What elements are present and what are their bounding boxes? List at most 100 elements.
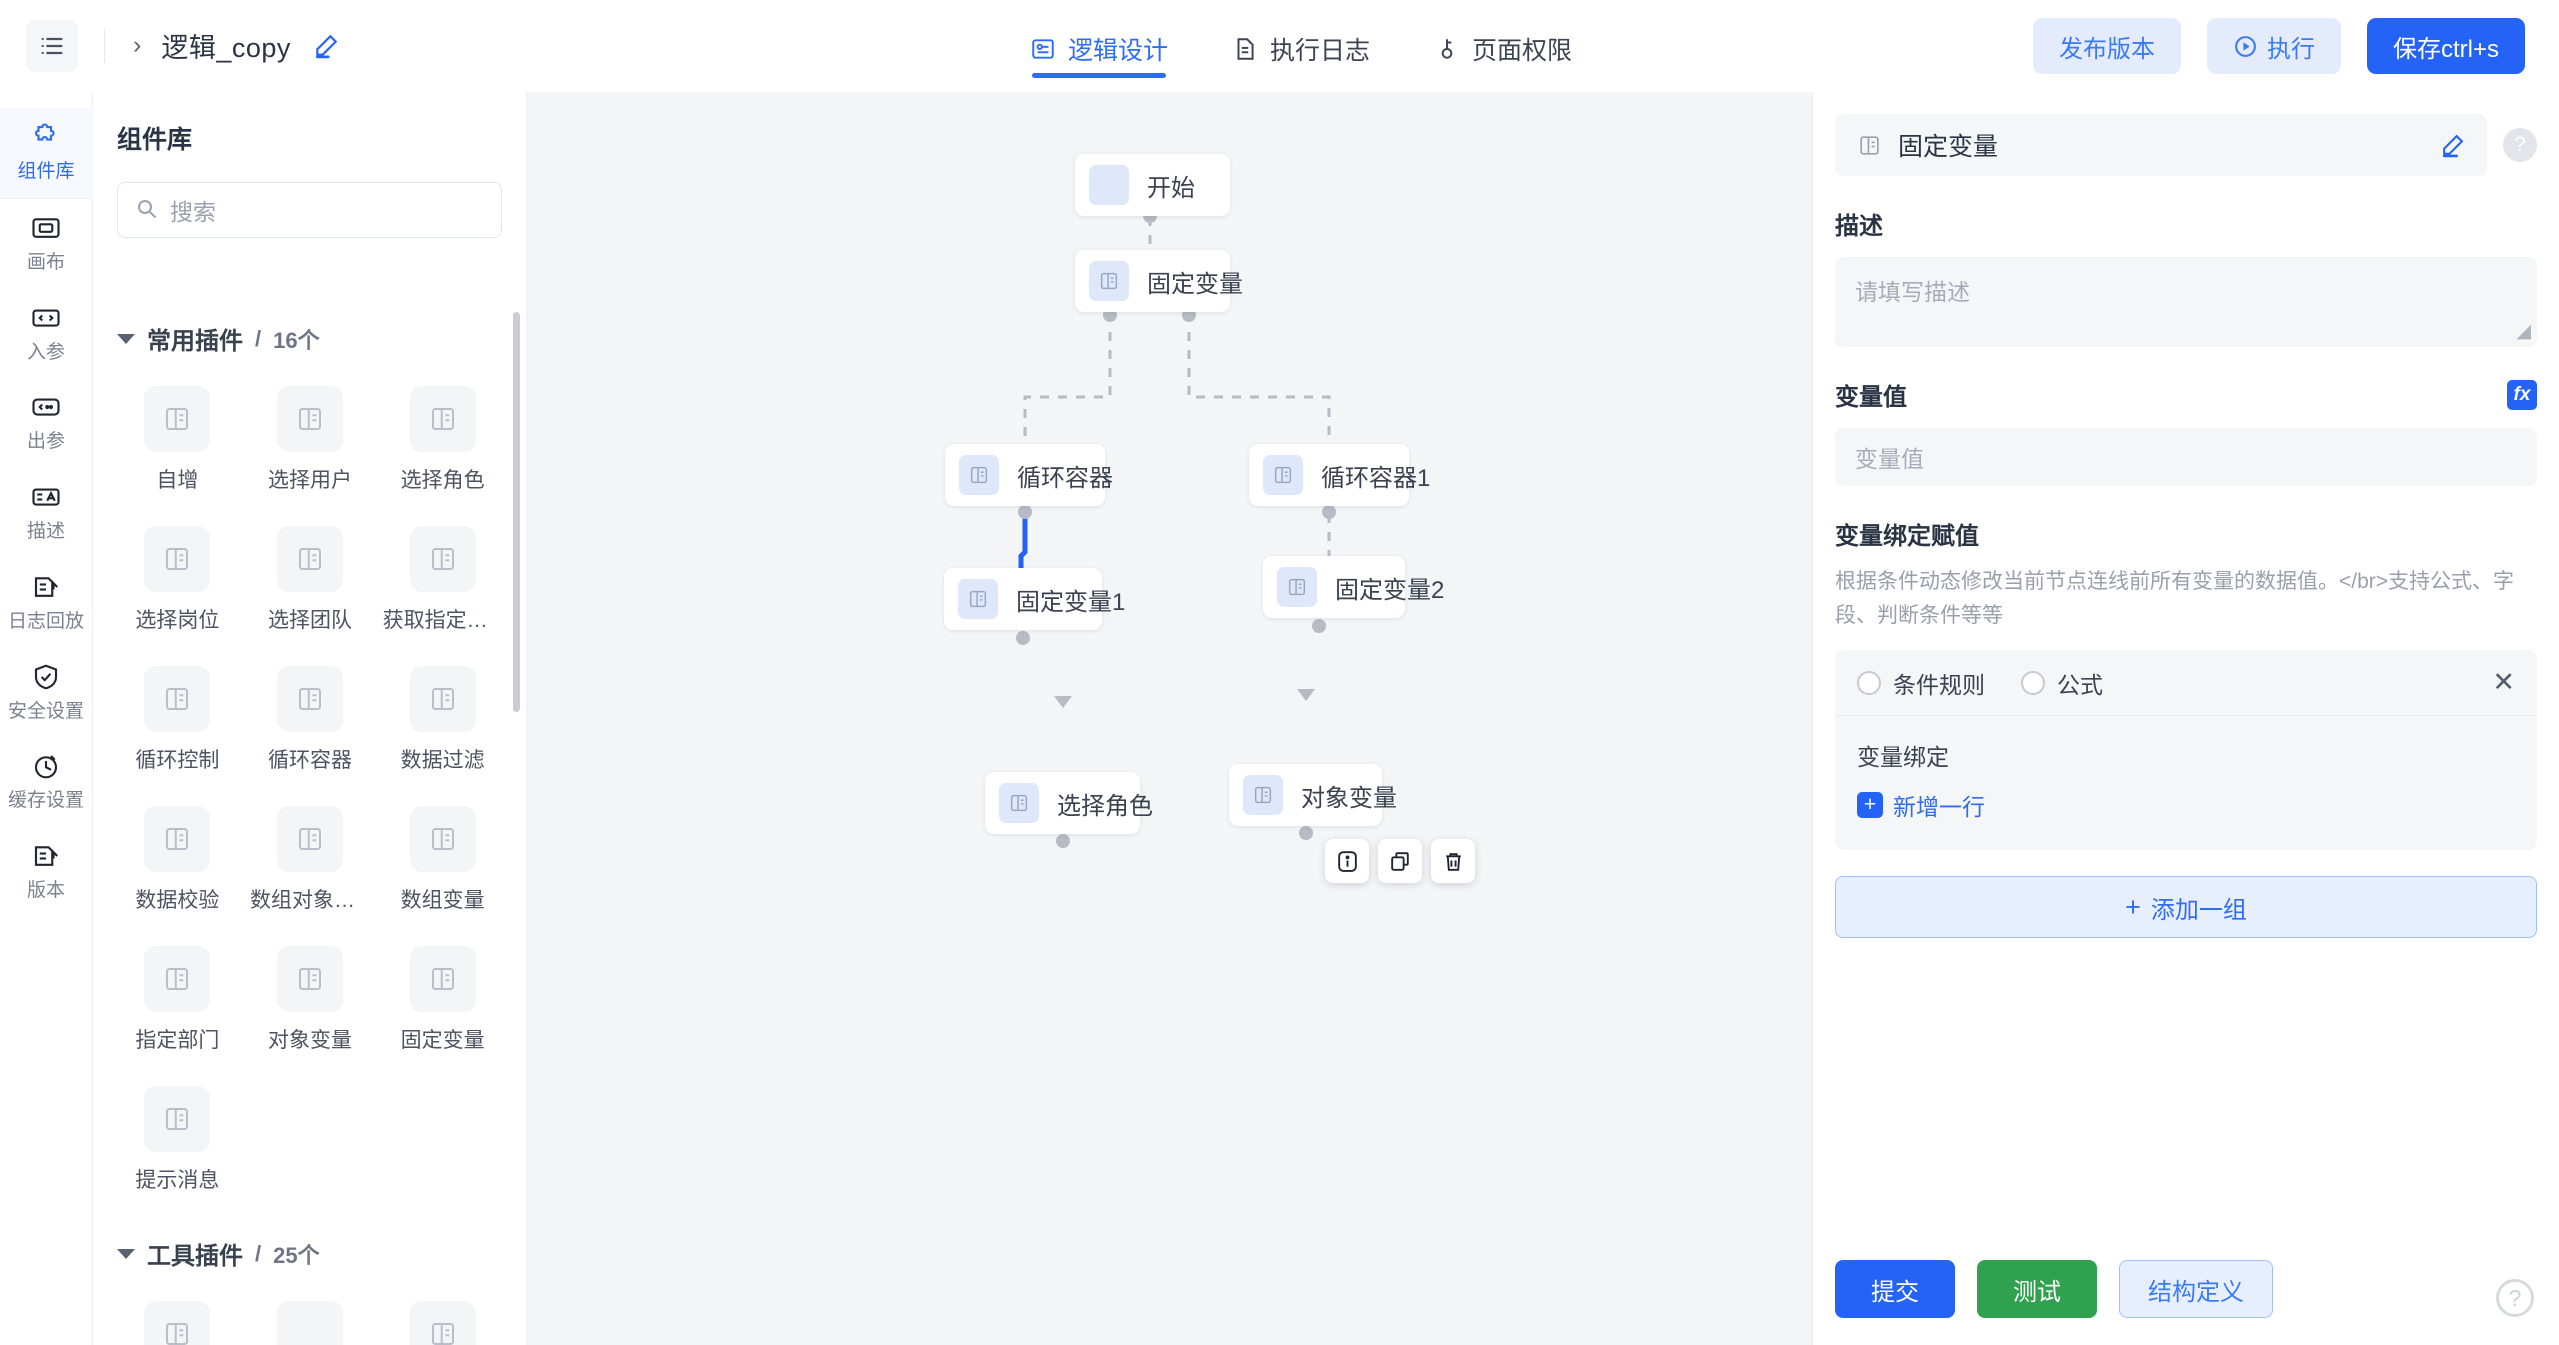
close-x-icon[interactable]: ✕ [2492,667,2515,698]
library-item[interactable]: 选择角色 [376,372,509,512]
rail-item-output-params[interactable]: 出参 [0,378,93,468]
library-item[interactable]: 获取指定请... [376,512,509,652]
library-item[interactable]: 选择团队 [244,512,377,652]
search-placeholder: 搜索 [170,199,216,225]
library-title: 组件库 [117,126,193,154]
node-port[interactable] [1018,505,1032,519]
document-log-icon [1232,36,1258,62]
radio-button[interactable] [1857,670,1881,695]
flow-node-fixed-variable[interactable]: 固定变量 [1075,250,1243,312]
add-group-button[interactable]: + 添加一组 [1835,876,2537,939]
run-button[interactable]: 执行 [2206,18,2341,74]
inspector-panel: 固定变量 ? 描述 请填写描述 ◢ 变量值 fx 变量值 [1812,92,2559,1345]
group-count: 25个 [273,1242,320,1268]
library-group-header[interactable]: 工具插件 / 25个 [93,1212,526,1277]
flow-node-select-role[interactable]: 选择角色 [985,772,1153,834]
variable-value-placeholder: 变量值 [1855,446,1924,472]
rail-item-input-params[interactable]: 入参 [0,289,93,379]
library-item[interactable]: 对象变量 [244,932,377,1072]
library-scroll-area[interactable]: 常用插件 / 16个 自增 选择用户 选择角色 选择岗位 选择团队 获取指定请.… [93,297,526,1345]
save-button[interactable]: 保存ctrl+s [2366,18,2525,74]
submit-button[interactable]: 提交 [1835,1260,1955,1318]
library-item[interactable]: 数据过滤 [376,652,509,792]
node-name-bar[interactable]: 固定变量 [1835,114,2487,176]
library-item[interactable]: 数组变量 [376,792,509,932]
pencil-edit-icon[interactable] [2440,133,2465,158]
tab-execution-log[interactable]: 执行日志 [1232,0,1370,92]
node-label: 固定变量2 [1335,576,1445,604]
search-input[interactable]: 搜索 [117,182,502,238]
node-port[interactable] [1322,505,1336,519]
rail-item-log-replay[interactable]: 日志回放 [0,558,93,648]
condition-card: 条件规则 公式 ✕ 变量绑定 + 新增一行 [1835,650,2537,851]
library-item[interactable]: 循环控制 [111,652,244,792]
rail-item-description[interactable]: 描述 [0,468,93,558]
question-icon[interactable]: ? [2503,128,2537,162]
radio-formula[interactable]: 公式 [2021,666,2103,700]
library-item[interactable]: 循环容器 [244,652,377,792]
pencil-edit-icon[interactable] [313,33,339,59]
puzzle-icon [31,120,61,154]
library-item[interactable]: 选择用户 [244,372,377,512]
rail-item-component-library[interactable]: 组件库 [0,108,93,198]
flow-node-fixed-variable-1[interactable]: 固定变量1 [944,568,1125,630]
library-item[interactable]: 自增 [111,372,244,512]
library-item[interactable]: 数组对象变量 [244,792,377,932]
library-item[interactable]: 生成平台唯... [244,1287,377,1345]
rail-item-cache-settings[interactable]: 缓存设置 [0,737,93,827]
radio-condition-rule[interactable]: 条件规则 [1857,666,1985,700]
tab-logic-design[interactable]: 逻辑设计 [1030,0,1168,92]
publish-version-button[interactable]: 发布版本 [2032,18,2181,74]
flow-node-object-variable[interactable]: 对象变量 [1229,764,1397,826]
library-item[interactable]: 提示消息 [111,1072,244,1212]
library-item[interactable]: 指定部门 [111,932,244,1072]
component-icon [276,386,343,452]
resize-handle-icon[interactable]: ◢ [2516,321,2531,342]
item-label: 选择角色 [400,469,485,492]
library-item[interactable]: VIN号生成 [111,1287,244,1345]
tab-page-permission[interactable]: 页面权限 [1434,0,1572,92]
info-icon[interactable] [1325,839,1369,883]
rail-label: 描述 [26,521,65,542]
fx-icon[interactable]: fx [2507,379,2537,410]
library-item[interactable]: 数据校验 [111,792,244,932]
component-icon [276,666,343,732]
shield-check-icon [31,660,61,694]
node-port[interactable] [1299,826,1313,840]
flow-canvas[interactable]: 开始 固定变量 循环容器 循环容器1 固定变量1 固定变量2 选择角色 [527,92,1812,1345]
component-icon [409,1301,476,1345]
rail-item-security-settings[interactable]: 安全设置 [0,648,93,738]
copy-icon[interactable] [1378,839,1422,883]
structure-definition-button[interactable]: 结构定义 [2119,1260,2273,1318]
hamburger-menu-icon[interactable] [26,19,78,72]
description-textarea[interactable]: 请填写描述 ◢ [1835,257,2537,347]
flow-node-start[interactable]: 开始 [1075,154,1230,216]
flow-node-loop-container[interactable]: 循环容器 [945,444,1113,506]
node-port[interactable] [1312,619,1326,633]
question-circle-icon[interactable]: ? [2496,1279,2534,1317]
description-label: 描述 [1835,213,1883,240]
node-port[interactable] [1056,834,1070,848]
library-item[interactable]: 选择岗位 [111,512,244,652]
flow-node-fixed-variable-2[interactable]: 固定变量2 [1263,556,1444,618]
node-label: 固定变量 [1147,270,1243,298]
library-scrollbar[interactable] [513,312,520,712]
library-item[interactable]: 固定变量 [376,932,509,1072]
item-label: 提示消息 [135,1169,220,1192]
node-port[interactable] [1016,631,1030,645]
item-label: 获取指定请... [382,609,503,632]
add-row-button[interactable]: + 新增一行 [1857,788,2515,822]
component-icon [409,946,476,1012]
library-group-header[interactable]: 常用插件 / 16个 [93,297,526,362]
node-label: 循环容器1 [1321,464,1431,492]
radio-button[interactable] [2021,670,2045,695]
variable-value-input[interactable]: 变量值 [1835,428,2537,486]
description-icon [31,480,61,514]
rail-label: 安全设置 [7,700,84,722]
library-item[interactable]: 休眠 [376,1287,509,1345]
flow-node-loop-container-1[interactable]: 循环容器1 [1249,444,1430,506]
rail-item-version[interactable]: 版本 [0,827,93,917]
rail-item-canvas[interactable]: 画布 [0,199,93,289]
trash-icon[interactable] [1431,839,1475,883]
test-button[interactable]: 测试 [1977,1260,2097,1318]
